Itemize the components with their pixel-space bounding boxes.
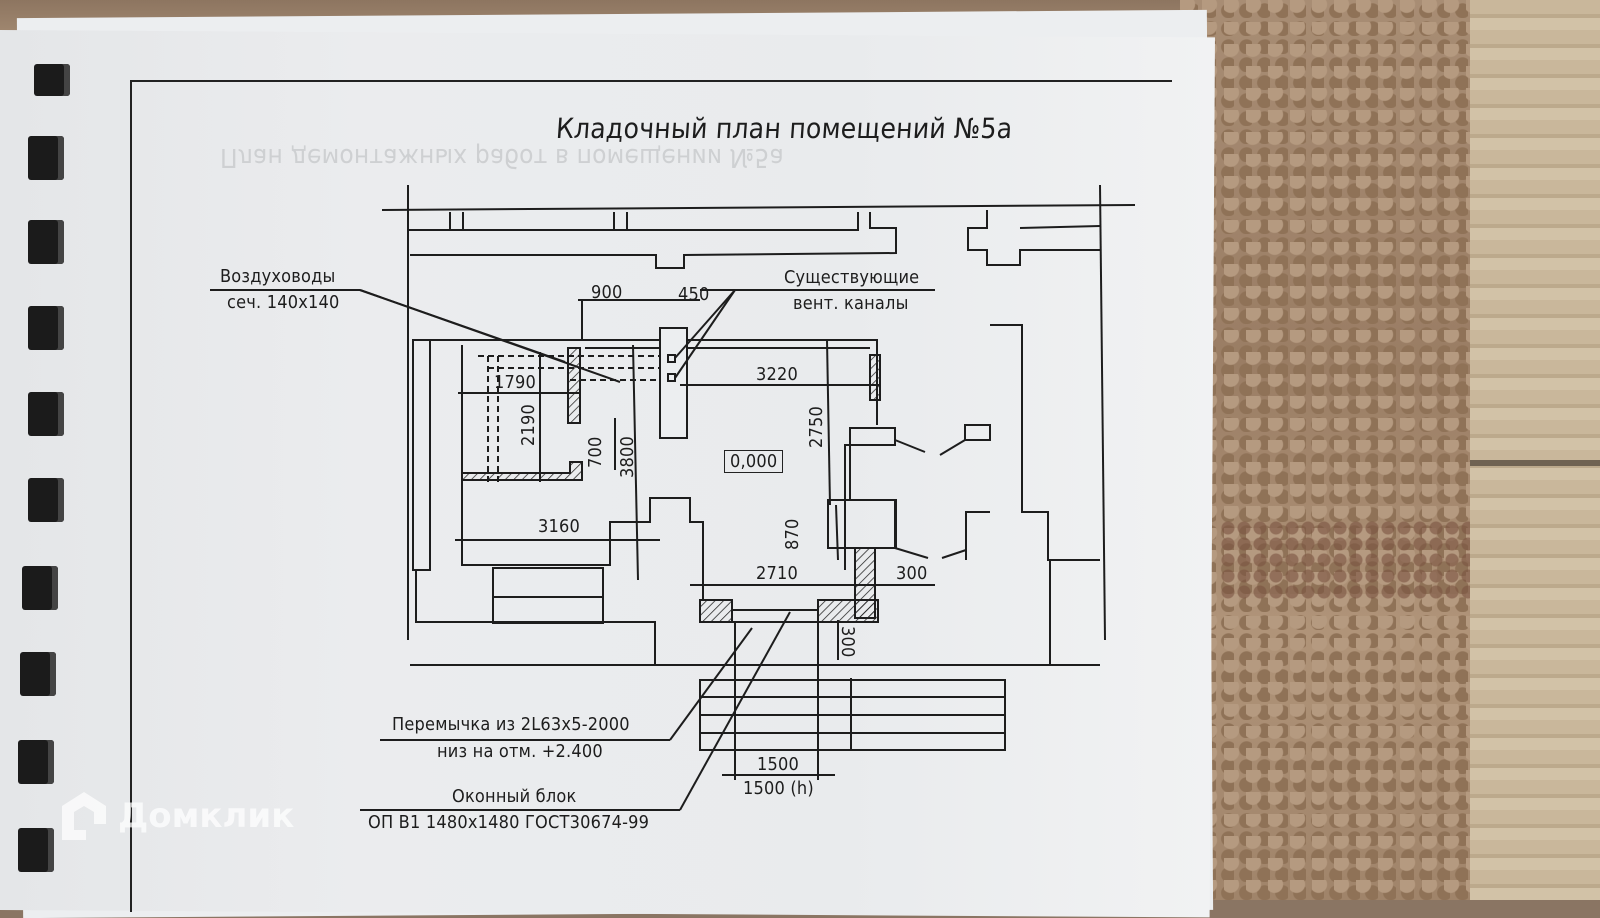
binding-hole: [18, 828, 54, 872]
vent-channels-sub-label: вент. каналы: [793, 293, 909, 314]
dimension-1500: 1500: [757, 754, 800, 775]
carpet-pattern: [1220, 520, 1480, 600]
binding-hole: [28, 478, 64, 522]
air-ducts-section-label: сеч. 140x140: [227, 292, 340, 313]
drawing-frame: [130, 80, 1172, 912]
vent-channels-label: Существующие: [784, 267, 920, 288]
binding-hole: [34, 64, 70, 96]
binding-hole: [28, 392, 64, 436]
domclick-house-icon: [62, 792, 106, 840]
binding-hole: [28, 136, 64, 180]
dimension-1500-height: 1500 (h): [743, 778, 814, 799]
window-block-spec-label: ОП В1 1480x1480 ГОСТ30674-99: [368, 812, 650, 833]
lintel-label: Перемычка из 2L63x5-2000: [392, 714, 630, 735]
dimension-2710: 2710: [756, 563, 799, 584]
dimension-3220: 3220: [756, 364, 799, 385]
binding-hole: [28, 220, 64, 264]
axis-line-right: [1099, 184, 1106, 641]
dimension-3160: 3160: [538, 516, 581, 537]
wall: [408, 212, 859, 231]
lintel-elevation-label: низ на отм. +2.400: [437, 741, 603, 762]
floor-elevation-mark: 0,000: [724, 450, 784, 473]
dimension-300-vertical: 300: [837, 626, 858, 658]
air-ducts-label: Воздуховоды: [220, 266, 336, 287]
dimension-870: 870: [782, 518, 803, 550]
dimension-700: 700: [585, 436, 606, 468]
window-block-label: Оконный блок: [452, 786, 577, 807]
dimension-900: 900: [591, 282, 623, 303]
dimension-300-horizontal: 300: [896, 563, 928, 584]
watermark-brand-text: Домклик: [118, 796, 295, 836]
dimension-1790: 1790: [494, 372, 537, 393]
carpet-background: [1180, 0, 1480, 900]
binding-hole: [20, 652, 56, 696]
axis-line-top: [381, 204, 1136, 211]
dimension-450: 450: [678, 284, 710, 305]
dimension-2190: 2190: [518, 403, 539, 446]
wooden-floor-background: [1470, 0, 1600, 900]
binding-hole: [22, 566, 58, 610]
dimension-2750: 2750: [806, 405, 827, 448]
dimension-3800: 3800: [617, 435, 638, 478]
floor-seam: [1470, 460, 1600, 466]
domclick-watermark: Домклик: [60, 790, 294, 842]
binding-hole: [28, 306, 64, 350]
binding-hole: [18, 740, 54, 784]
